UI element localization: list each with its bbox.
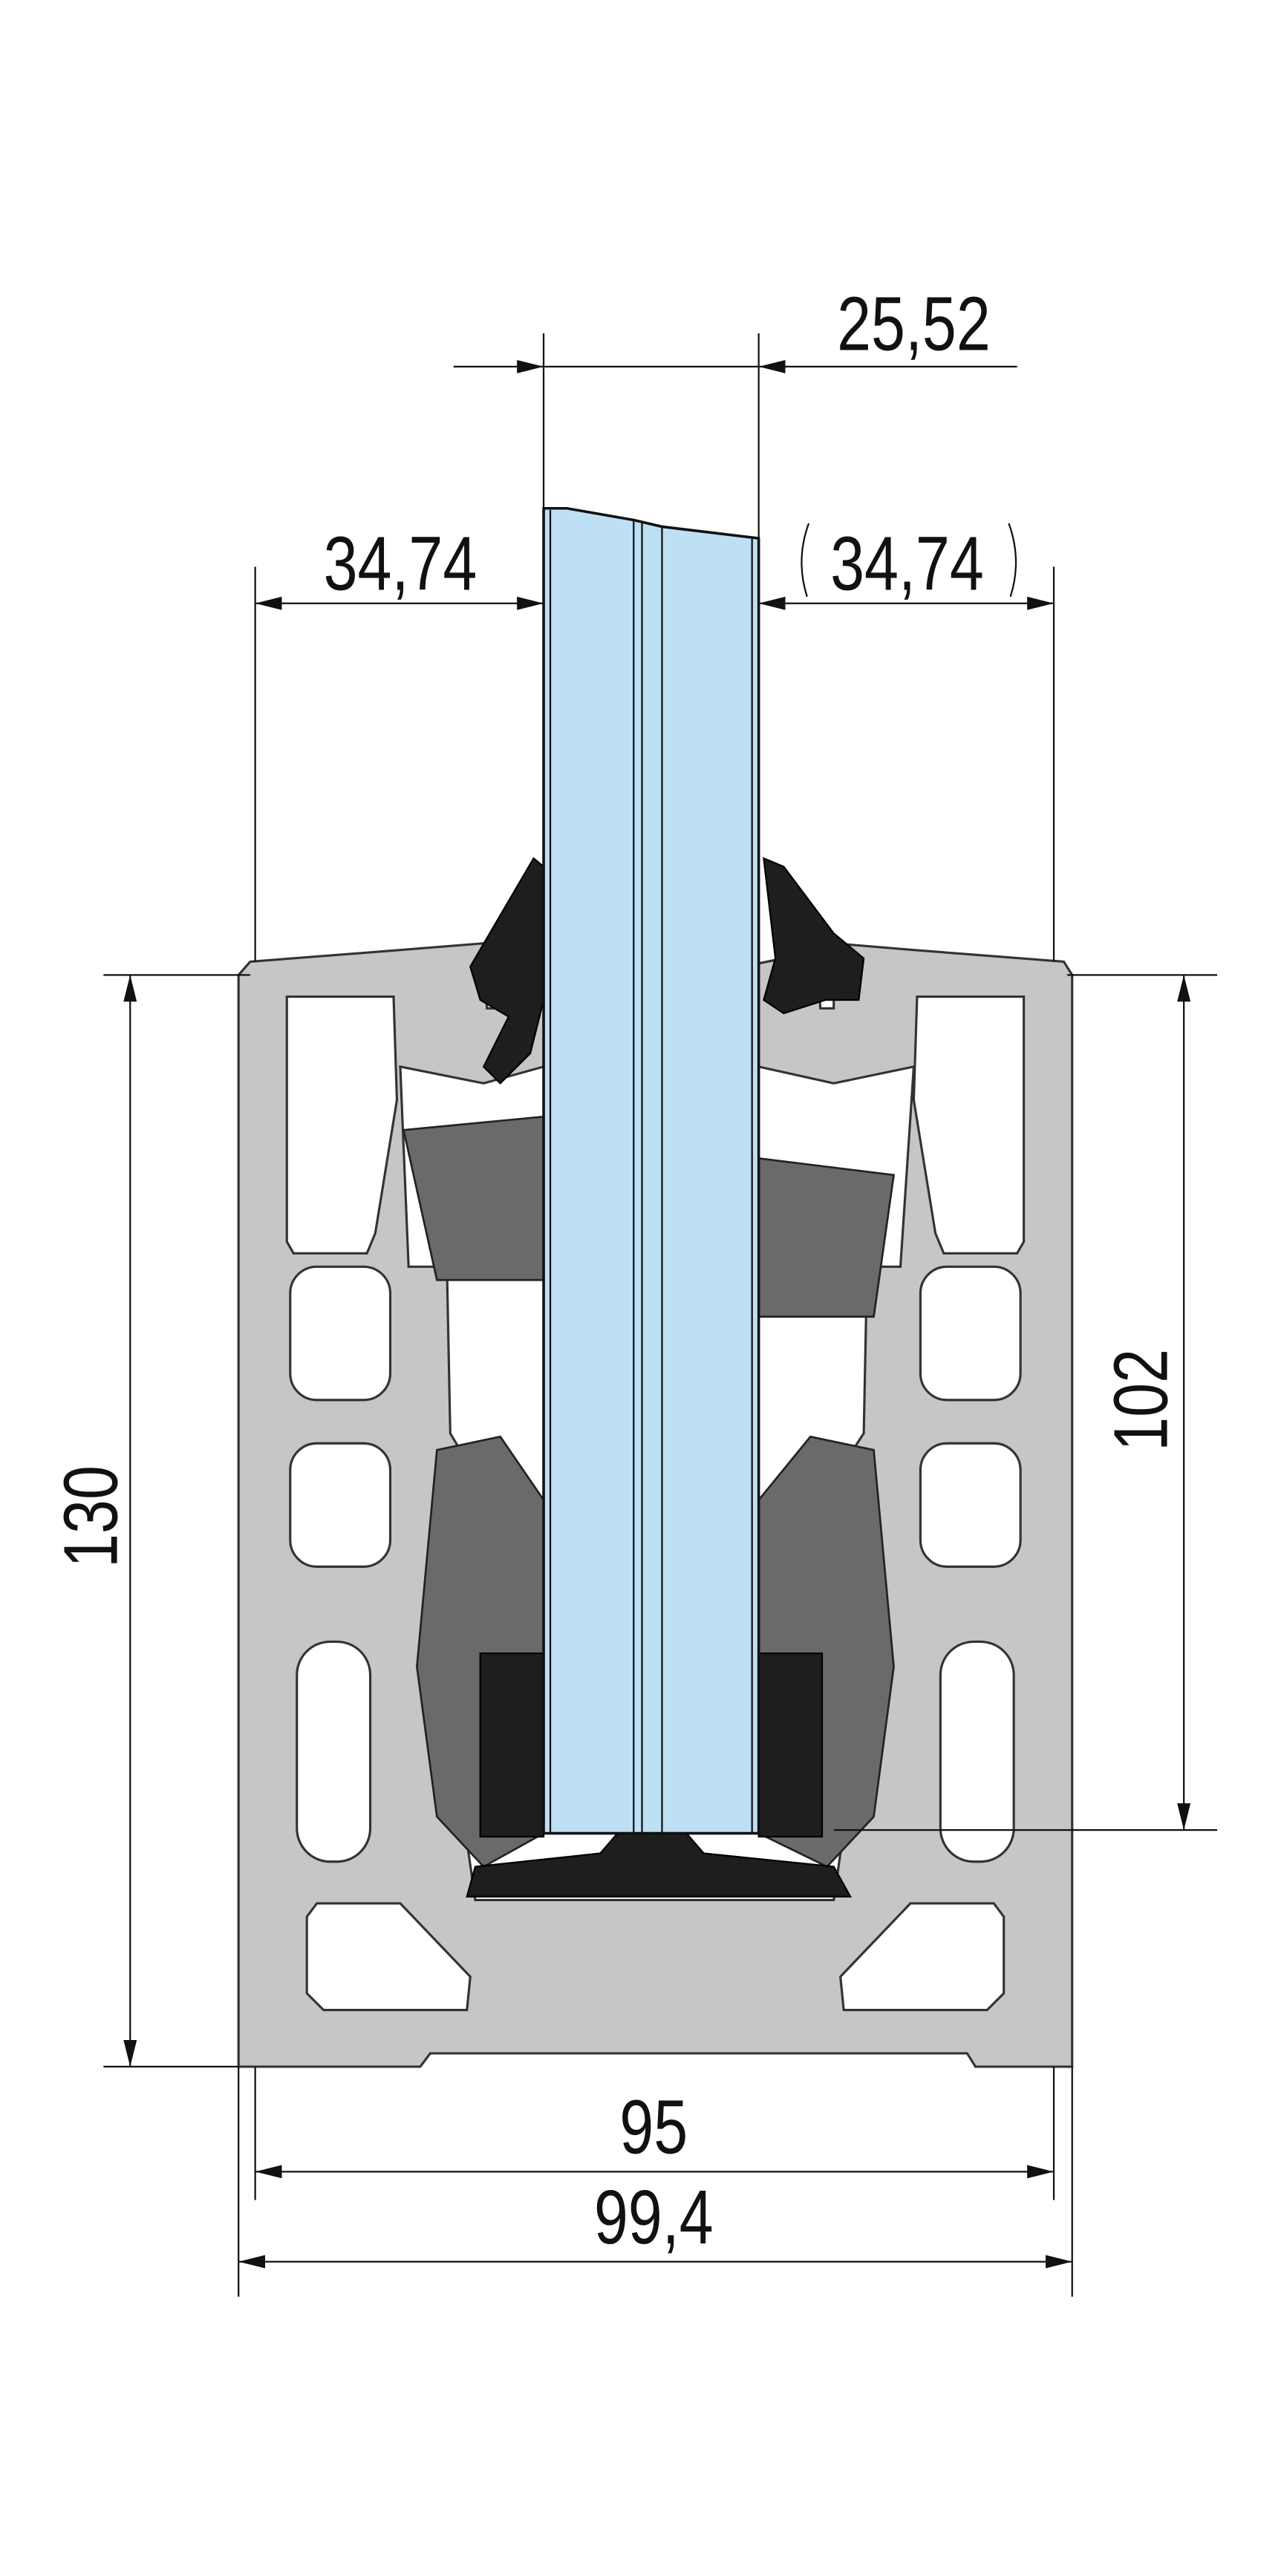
dimension-label: 25,52 — [837, 281, 991, 367]
dimension-inner-width: 95 — [254, 2066, 1055, 2200]
dimension-label: 95 — [619, 2084, 688, 2170]
profile-hole — [289, 1442, 392, 1568]
dimension-label: 34,74 — [830, 520, 984, 607]
profile-hole — [919, 1442, 1022, 1568]
wedges — [402, 1115, 896, 1898]
profile-hole — [839, 1902, 1006, 2012]
profile-hole — [919, 1265, 1022, 1402]
profile-hole — [296, 1640, 372, 1863]
profile-hole — [285, 995, 399, 1255]
dimension-total-height: 130 — [47, 974, 250, 2068]
dimension-right-offset: 34,74 — [758, 520, 1055, 962]
dimension-label: 34,74 — [324, 520, 478, 607]
dimension-glass-thickness: 25,52 — [453, 281, 1017, 539]
profile-hole — [305, 1902, 472, 2012]
profile-hole — [912, 995, 1026, 1255]
dimension-label: 102 — [1098, 1349, 1184, 1451]
dimension-left-offset: 34,74 — [254, 520, 544, 962]
glass-panel — [542, 506, 760, 1835]
profile-hole — [289, 1265, 392, 1402]
dimension-outer-width: 99,4 — [238, 2066, 1073, 2297]
dimension-label: 130 — [47, 1465, 133, 1568]
dimension-label: 99,4 — [594, 2174, 714, 2260]
dimension-inner-depth: 102 — [833, 974, 1218, 1831]
profile-hole — [939, 1640, 1015, 1863]
